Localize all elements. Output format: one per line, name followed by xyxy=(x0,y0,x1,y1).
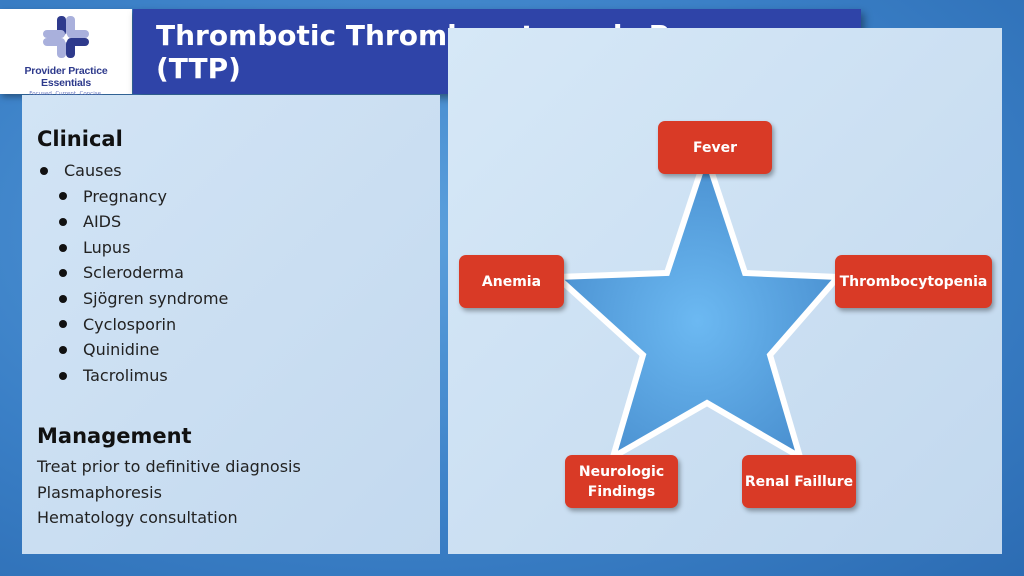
management-heading: Management xyxy=(37,424,192,448)
clinical-list: Causes Pregnancy AIDS Lupus Scleroderma … xyxy=(40,158,228,388)
list-item: Lupus xyxy=(40,235,228,261)
list-item: AIDS xyxy=(40,209,228,235)
logo-tagline: Focused. Current. Concise. xyxy=(29,91,103,97)
list-item: Cyclosporin xyxy=(40,312,228,338)
fever-box: Fever xyxy=(658,121,772,174)
list-item: Causes xyxy=(40,158,228,184)
list-item: Tacrolimus xyxy=(40,363,228,389)
list-item: Plasmaphoresis xyxy=(37,482,162,502)
list-item: Pregnancy xyxy=(40,184,228,210)
list-item: Hematology consultation xyxy=(37,508,238,528)
neurologic-findings-box: Neurologic Findings xyxy=(565,455,678,508)
logo-name: Provider Practice Essentials xyxy=(24,65,108,89)
cross-logo-icon xyxy=(43,16,89,58)
list-item: Scleroderma xyxy=(40,260,228,286)
management-list: Treat prior to definitive diagnosis Plas… xyxy=(37,454,301,531)
list-item: Quinidine xyxy=(40,337,228,363)
anemia-box: Anemia xyxy=(459,255,564,308)
logo: Provider Practice Essentials Focused. Cu… xyxy=(0,9,132,97)
renal-failure-box: Renal Faillure xyxy=(742,455,856,508)
box-label: Findings xyxy=(587,483,656,500)
list-item: Treat prior to definitive diagnosis xyxy=(37,457,301,476)
thrombocytopenia-box: Thrombocytopenia xyxy=(835,255,992,308)
clinical-heading: Clinical xyxy=(37,127,123,151)
box-label: Neurologic xyxy=(578,463,665,480)
list-item: Sjögren syndrome xyxy=(40,286,228,312)
